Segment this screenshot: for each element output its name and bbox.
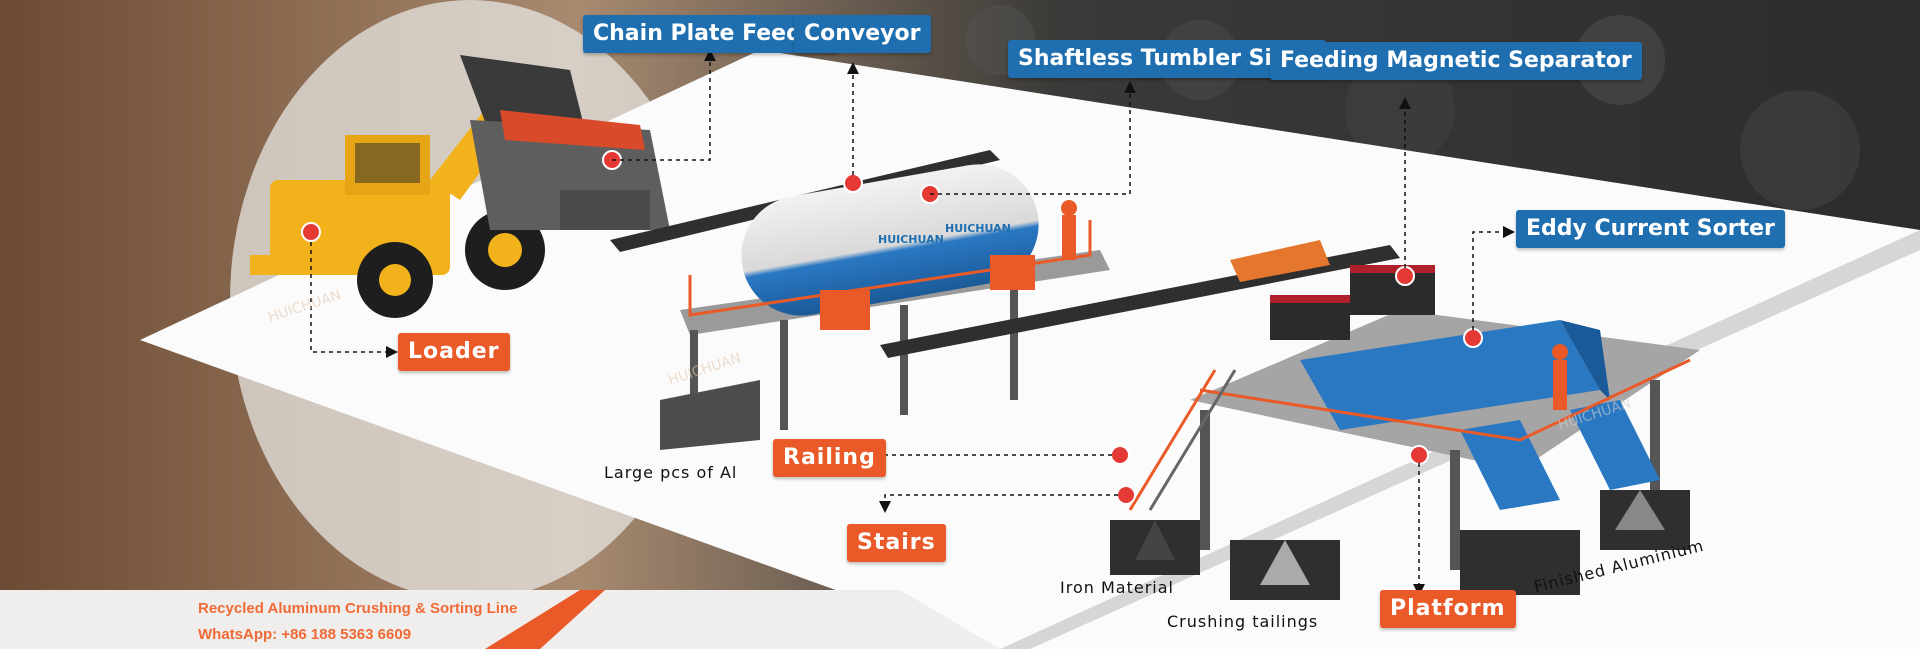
svg-text:HUICHUAN: HUICHUAN — [945, 222, 1011, 235]
callout-railing: Railing — [773, 439, 886, 477]
tumbler-sieve — [741, 164, 1039, 330]
tumbler-railing — [688, 220, 1092, 317]
callout-chain-plate-feeder: Chain Plate Feeder — [583, 15, 838, 53]
label-large-pcs-al: Large pcs of Al — [604, 463, 738, 482]
conveyor-hood — [1230, 240, 1330, 282]
callout-label: Feeding Magnetic Separator — [1280, 48, 1632, 73]
callout-label: Loader — [408, 339, 500, 364]
callout-loader: Loader — [398, 333, 510, 371]
footer-accent — [485, 590, 605, 649]
callout-label: Conveyor — [804, 21, 921, 46]
callout-label: Chain Plate Feeder — [593, 21, 828, 46]
callout-label: Shaftless Tumbler Sieve — [1018, 46, 1317, 71]
chain-plate-feeder — [470, 110, 670, 230]
callout-platform: Platform — [1380, 590, 1516, 628]
output-bins — [1110, 490, 1690, 600]
callout-label: Stairs — [857, 530, 936, 555]
worker-2 — [1552, 344, 1568, 410]
magnetic-separator — [1270, 265, 1435, 340]
callout-label: Railing — [783, 445, 876, 470]
svg-text:HUICHUAN: HUICHUAN — [878, 233, 944, 246]
callout-label: Platform — [1390, 596, 1506, 621]
label-crushing-tailings: Crushing tailings — [1167, 612, 1319, 631]
eddy-current-sorter — [1300, 320, 1660, 510]
callout-label: Eddy Current Sorter — [1526, 216, 1775, 241]
label-iron-material: Iron Material — [1060, 578, 1174, 597]
leader-lines — [310, 49, 1515, 596]
callout-eddy-current-sorter: Eddy Current Sorter — [1516, 210, 1785, 248]
callout-markers — [301, 150, 1483, 505]
worker-1 — [1061, 200, 1077, 260]
footer-whatsapp: WhatsApp: +86 188 5363 6609 — [198, 626, 412, 643]
platform-railing — [1199, 358, 1691, 442]
footer-strip — [0, 590, 1000, 649]
callout-stairs: Stairs — [847, 524, 946, 562]
callout-conveyor: Conveyor — [794, 15, 931, 53]
callout-feeding-magnetic-separator: Feeding Magnetic Separator — [1270, 42, 1642, 80]
footer-line-title: Recycled Aluminum Crushing & Sorting Lin… — [198, 600, 518, 617]
stairs — [1128, 369, 1237, 511]
